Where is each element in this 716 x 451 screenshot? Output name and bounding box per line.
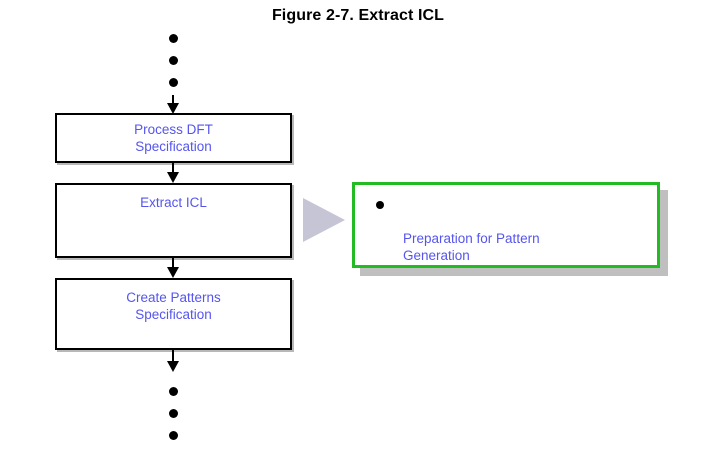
figure-title: Figure 2-7. Extract ICL [271, 7, 445, 24]
bullet-icon [376, 201, 384, 209]
flow-step-extract-icl[interactable]: Extract ICL [55, 183, 292, 258]
flow-step-create-patterns-specification[interactable]: Create Patterns Specification [55, 278, 292, 350]
continuation-dot-top-3 [169, 78, 178, 87]
callout-list: Preparation for Pattern Generation [355, 185, 657, 264]
continuation-dot-bottom-3 [169, 431, 178, 440]
continuation-dot-top-1 [169, 34, 178, 43]
continuation-dot-top-2 [169, 56, 178, 65]
flow-step-label: Create Patterns Specification [126, 290, 221, 322]
callout-list-item: Preparation for Pattern Generation [367, 196, 647, 264]
flow-step-process-dft-specification[interactable]: Process DFT Specification [55, 113, 292, 163]
continuation-dot-bottom-2 [169, 409, 178, 418]
callout-preparation-for-pattern-generation[interactable]: Preparation for Pattern Generation [352, 182, 660, 268]
flow-arrow-step-1-to-step-2 [167, 163, 179, 183]
flow-step-label: Process DFT Specification [134, 122, 213, 154]
flow-step-label: Extract ICL [140, 195, 207, 210]
pointer-triangle-icon [303, 198, 345, 242]
flow-arrow-out-of-step-3 [167, 350, 179, 372]
flow-arrow-step-2-to-step-3 [167, 258, 179, 278]
continuation-dot-bottom-1 [169, 387, 178, 396]
callout-item-label: Preparation for Pattern Generation [403, 231, 540, 263]
flow-arrow-into-step-1 [167, 95, 179, 114]
